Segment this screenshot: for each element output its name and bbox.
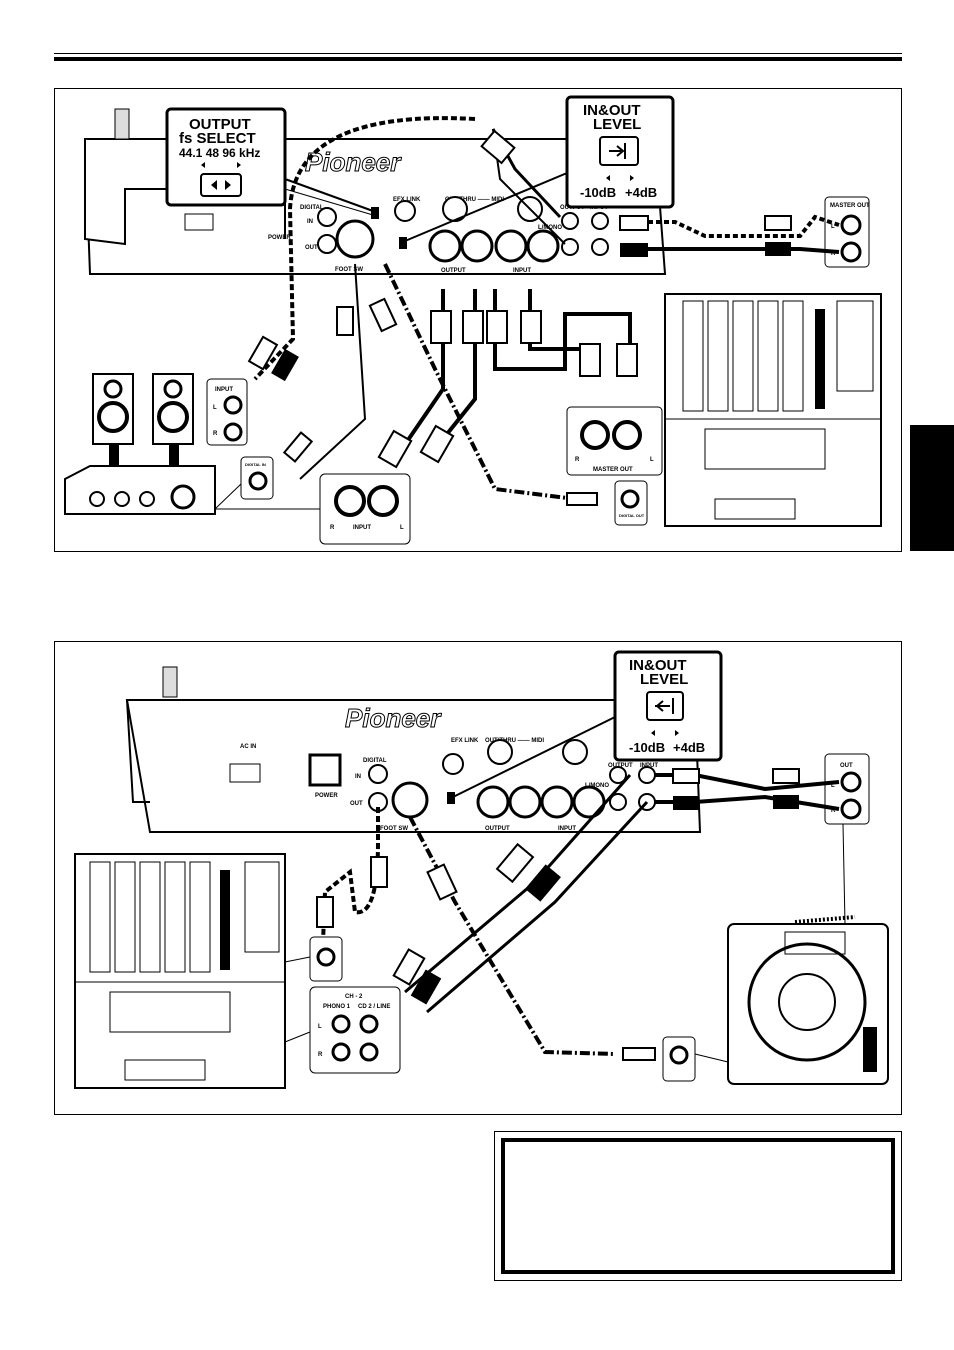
fs-select-values: 44.1 48 96 kHz xyxy=(179,146,260,160)
player-out-title: OUT xyxy=(840,763,853,769)
amp-input2-r: R xyxy=(330,525,335,531)
ch2-title: CH - 2 xyxy=(345,994,363,1000)
master-out-jacks: MASTER OUT L R xyxy=(824,196,870,268)
player-out-l: L xyxy=(831,783,835,789)
player-out-r: R xyxy=(831,808,836,814)
unit2-lmono-label: L/MONO xyxy=(585,783,609,789)
ch2-cd-label: CD 2 / LINE xyxy=(358,1004,390,1010)
ch2-phono-label: PHONO 1 xyxy=(323,1004,351,1010)
unit-in-label: IN xyxy=(307,219,313,225)
amp-digital-in-label: DIGITAL IN xyxy=(245,462,266,467)
connection-diagram-1: Pioneer DIGITAL IN OUT POWER FOOT SW EFX… xyxy=(54,88,902,552)
level-title: IN&OUT xyxy=(583,102,641,119)
unit-footsw-label: FOOT SW xyxy=(335,267,363,273)
unit-efxlink-label: EFX LINK xyxy=(393,197,421,203)
unit2-input-label: INPUT xyxy=(558,826,576,832)
cd-player xyxy=(727,915,889,1085)
cable-master-l xyxy=(640,214,840,238)
unit2-midi-label: OUT/THRU —— MIDI xyxy=(485,738,544,744)
dj-mixer-2 xyxy=(74,853,286,1089)
master-out-r: R xyxy=(831,251,836,257)
unit-input-label: INPUT xyxy=(513,268,531,274)
unit2-digital-label: DIGITAL xyxy=(363,758,387,764)
level-subtitle: LEVEL xyxy=(593,116,641,133)
mixer-digital-out-jack: DIGITAL OUT xyxy=(614,480,648,526)
output-fs-select-callout: OUTPUT fs SELECT 44.1 48 96 kHz xyxy=(165,107,374,216)
level-plus: +4dB xyxy=(625,185,657,200)
unit2-out-label: OUT xyxy=(350,801,363,807)
amp-input-jacks: INPUT L R xyxy=(206,378,248,446)
mixer-master-out-l: L xyxy=(650,457,654,463)
connection-diagram-2: Pioneer AC IN POWER DIGITAL IN OUT FOOT … xyxy=(54,641,902,1115)
diagram-2-svg: Pioneer AC IN POWER DIGITAL IN OUT FOOT … xyxy=(74,650,889,1089)
diagram-1-svg: Pioneer DIGITAL IN OUT POWER FOOT SW EFX… xyxy=(64,95,882,545)
level2-subtitle: LEVEL xyxy=(640,671,688,688)
player-digital-out-jack xyxy=(662,1036,696,1082)
brand-logo: Pioneer xyxy=(305,147,402,177)
amp-input2-jacks: R L INPUT xyxy=(319,473,411,545)
mixer-master-out-title: MASTER OUT xyxy=(593,467,633,473)
unit2-acin-label: AC IN xyxy=(240,744,256,750)
level2-minus: -10dB xyxy=(629,740,665,755)
ch2-l: L xyxy=(318,1024,322,1030)
amp-input2-title: INPUT xyxy=(353,525,371,531)
fs-select-subtitle: fs SELECT xyxy=(179,130,256,147)
master-out-l: L xyxy=(831,224,835,230)
level-callout: IN&OUT LEVEL -10dB +4dB xyxy=(404,95,675,242)
unit2-efxlink-label: EFX LINK xyxy=(451,738,479,744)
unit-digital-label: DIGITAL xyxy=(300,205,324,211)
unit2-output-rca-label: OUTPUT xyxy=(608,763,633,769)
unit2-output-label: OUTPUT xyxy=(485,826,510,832)
mixer-digital-out-label: DIGITAL OUT xyxy=(619,513,645,518)
speakers xyxy=(92,373,194,466)
mixer-master-out-r: R xyxy=(575,457,580,463)
master-out-title: MASTER OUT xyxy=(830,203,870,209)
brand-logo-2: Pioneer xyxy=(345,703,442,733)
unit2-footsw-label: FOOT SW xyxy=(380,826,408,832)
unit2-in-label: IN xyxy=(355,774,361,780)
mixer-digital-in-jack xyxy=(309,936,343,982)
level-callout-2: IN&OUT LEVEL -10dB +4dB xyxy=(452,650,723,798)
cable-master-r xyxy=(640,247,840,254)
amp-input-r: R xyxy=(213,431,218,437)
level2-title: IN&OUT xyxy=(629,657,687,674)
unit-out-label: OUT xyxy=(305,245,318,251)
unit2-input-rca-label: INPUT xyxy=(640,763,658,769)
amp-input-l: L xyxy=(213,405,217,411)
player-out-jacks: OUT L R xyxy=(824,753,870,825)
note-box-inner xyxy=(501,1138,895,1274)
amp-input2-l: L xyxy=(400,525,404,531)
mixer-ch2-jacks: CH - 2 PHONO 1 CD 2 / LINE L R xyxy=(309,986,401,1074)
fs-select-title: OUTPUT xyxy=(189,116,251,133)
unit-output-label: OUTPUT xyxy=(441,268,466,274)
mixer-master-out-jacks: R L MASTER OUT xyxy=(566,406,663,476)
dj-mixer xyxy=(664,293,882,527)
unit2-power-label: POWER xyxy=(315,793,338,799)
effector-unit-2: Pioneer AC IN POWER DIGITAL IN OUT FOOT … xyxy=(125,666,702,833)
amp-input-title: INPUT xyxy=(215,387,233,393)
ch2-r: R xyxy=(318,1052,323,1058)
level2-plus: +4dB xyxy=(673,740,705,755)
top-rule-thick xyxy=(54,57,902,61)
unit-power-label: POWER xyxy=(268,235,291,241)
amplifier xyxy=(64,465,216,515)
note-box xyxy=(494,1131,902,1281)
unit-midi-label: OUT/THRU —— MIDI xyxy=(445,197,504,203)
amp-digital-in-jack: DIGITAL IN xyxy=(240,456,274,500)
level-minus: -10dB xyxy=(580,185,616,200)
section-tab xyxy=(910,425,954,551)
top-rule-thin xyxy=(54,53,902,54)
